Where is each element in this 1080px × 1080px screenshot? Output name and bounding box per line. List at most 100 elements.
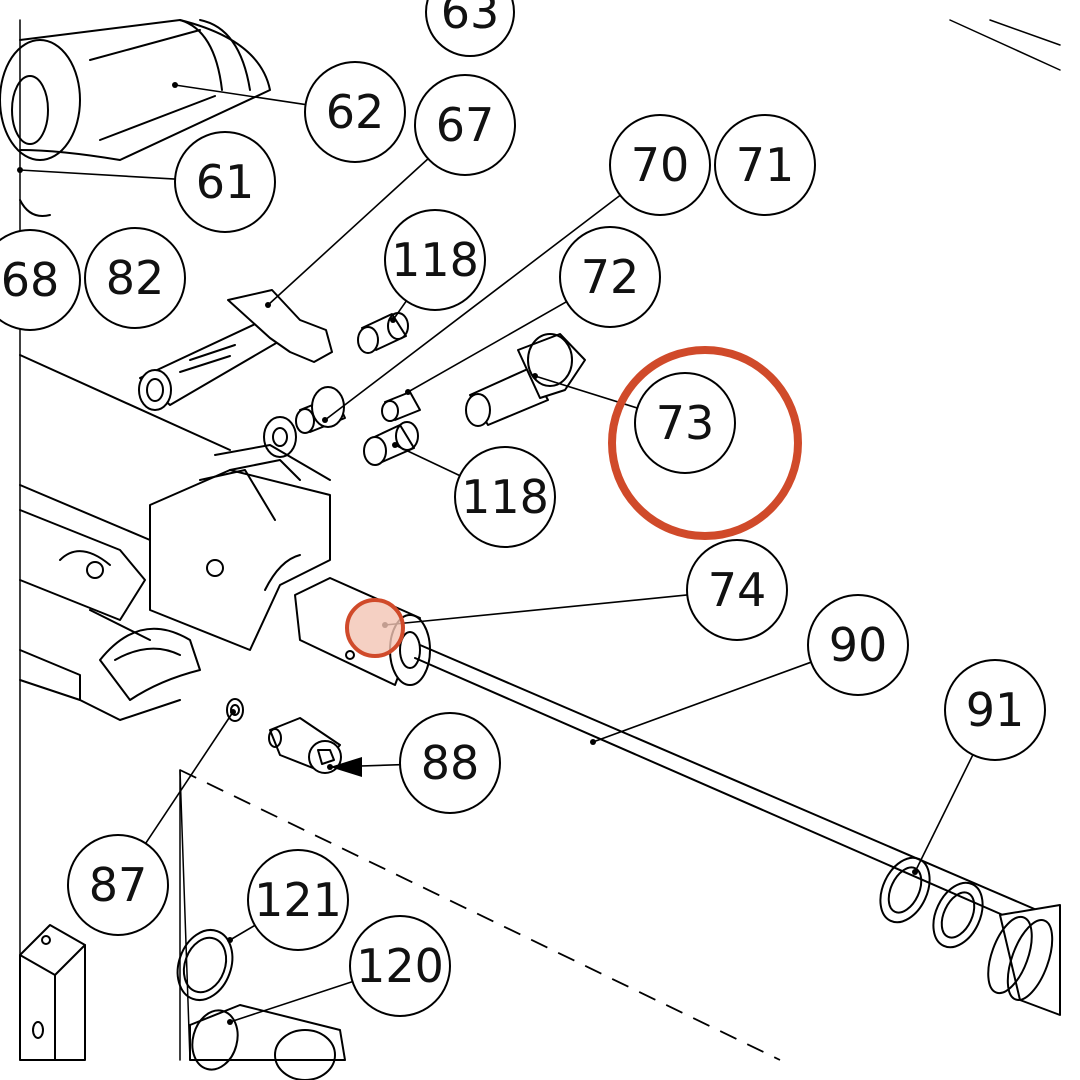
leader-line-87	[145, 711, 234, 844]
callout-label: 90	[829, 618, 888, 672]
callout-bubble[interactable]	[425, 0, 515, 57]
callout-bubble[interactable]	[609, 114, 711, 216]
callout-bubble[interactable]	[399, 712, 501, 814]
callout-bubble[interactable]	[944, 659, 1046, 761]
arrowhead-88	[330, 757, 362, 777]
callout-label: 88	[421, 736, 480, 790]
callout-label: 118	[461, 470, 549, 524]
callout-63[interactable]: 63	[425, 0, 515, 57]
callout-bubble[interactable]	[714, 114, 816, 216]
callout-74[interactable]: 74	[686, 539, 788, 641]
block-bottom-left	[19, 924, 86, 1061]
leader-line-70	[324, 194, 621, 421]
leader-dot-121	[227, 937, 233, 943]
leader-line-118	[392, 300, 407, 321]
callout-bubble[interactable]	[349, 915, 451, 1017]
callout-90[interactable]: 90	[807, 594, 909, 696]
callout-bubble[interactable]	[384, 209, 486, 311]
part-88-fitting	[268, 717, 342, 774]
leader-line-121	[229, 924, 256, 941]
leader-line-91	[914, 754, 974, 873]
callout-bubble[interactable]	[174, 131, 276, 233]
callout-label: 63	[441, 0, 500, 39]
leader-dot-118	[392, 442, 398, 448]
part-62-61-cylinder	[0, 19, 271, 217]
callout-label: 118	[391, 233, 479, 287]
highlight-ring-73	[608, 346, 802, 540]
callout-82[interactable]: 82	[84, 227, 186, 329]
callout-bubble[interactable]	[0, 229, 81, 331]
callout-label: 91	[966, 683, 1025, 737]
callout-87[interactable]: 87	[67, 834, 169, 936]
callout-70[interactable]: 70	[609, 114, 711, 216]
callout-118[interactable]: 118	[384, 209, 486, 311]
highlight-overlays	[345, 346, 802, 658]
callout-72[interactable]: 72	[559, 226, 661, 328]
callout-bubble[interactable]	[686, 539, 788, 641]
part-72-sleeve	[381, 391, 421, 422]
callout-91[interactable]: 91	[944, 659, 1046, 761]
callout-label: 72	[581, 250, 640, 304]
callout-bubble[interactable]	[559, 226, 661, 328]
callout-label: 121	[254, 873, 342, 927]
leader-line-74	[384, 594, 688, 626]
leader-line-62	[174, 84, 306, 106]
main-housing	[19, 354, 331, 721]
part-118-sleeve-bottom	[363, 421, 419, 466]
part-67-crank	[138, 289, 333, 411]
highlight-ring-74-leader-tip	[345, 598, 405, 658]
callout-121[interactable]: 121	[247, 849, 349, 951]
leader-dot-62	[172, 82, 178, 88]
callout-label: 62	[326, 85, 385, 139]
callout-bubble[interactable]	[67, 834, 169, 936]
callout-68[interactable]: 68	[0, 229, 81, 331]
part-120-fitting	[189, 1004, 346, 1080]
callout-88[interactable]: 88	[399, 712, 501, 814]
callout-118[interactable]: 118	[454, 446, 556, 548]
leader-dot-118	[390, 317, 396, 323]
leader-line-67	[267, 158, 429, 306]
callout-label: 68	[1, 253, 60, 307]
callout-label: 74	[708, 563, 767, 617]
part-118-sleeve-top	[357, 312, 409, 354]
callout-61[interactable]: 61	[174, 131, 276, 233]
part-90-rod	[414, 644, 1061, 941]
callout-label: 120	[356, 939, 444, 993]
callout-71[interactable]: 71	[714, 114, 816, 216]
leader-dot-72	[405, 389, 411, 395]
part-91-orings	[879, 856, 1061, 1016]
callout-label: 82	[106, 251, 165, 305]
callout-62[interactable]: 62	[304, 61, 406, 163]
leader-line-72	[407, 301, 567, 393]
leader-dot-87	[230, 709, 236, 715]
frame-edges	[19, 19, 1061, 1061]
leader-dot-67	[265, 302, 271, 308]
callout-bubble[interactable]	[634, 372, 736, 474]
callout-bubble[interactable]	[247, 849, 349, 951]
callout-label: 61	[196, 155, 255, 209]
leader-line-90	[592, 661, 812, 743]
part-73-shoulder-bolt	[465, 333, 586, 427]
leader-dot-73	[532, 373, 538, 379]
callout-label: 73	[656, 396, 715, 450]
callout-bubble[interactable]	[84, 227, 186, 329]
callout-arrowheads	[330, 757, 362, 777]
leader-line-118	[394, 444, 461, 477]
callout-bubble[interactable]	[807, 594, 909, 696]
callout-bubble[interactable]	[454, 446, 556, 548]
part-121-oring	[176, 929, 234, 1001]
callout-bubble[interactable]	[414, 74, 516, 176]
callout-120[interactable]: 120	[349, 915, 451, 1017]
callout-67[interactable]: 67	[414, 74, 516, 176]
leader-dot-91	[912, 869, 918, 875]
callout-73[interactable]: 73	[634, 372, 736, 474]
leader-dot-90	[590, 739, 596, 745]
callout-label: 67	[436, 98, 495, 152]
leader-dot-61	[17, 167, 23, 173]
leader-line-61	[19, 169, 176, 180]
leader-dot-70	[322, 417, 328, 423]
callout-bubble[interactable]	[304, 61, 406, 163]
